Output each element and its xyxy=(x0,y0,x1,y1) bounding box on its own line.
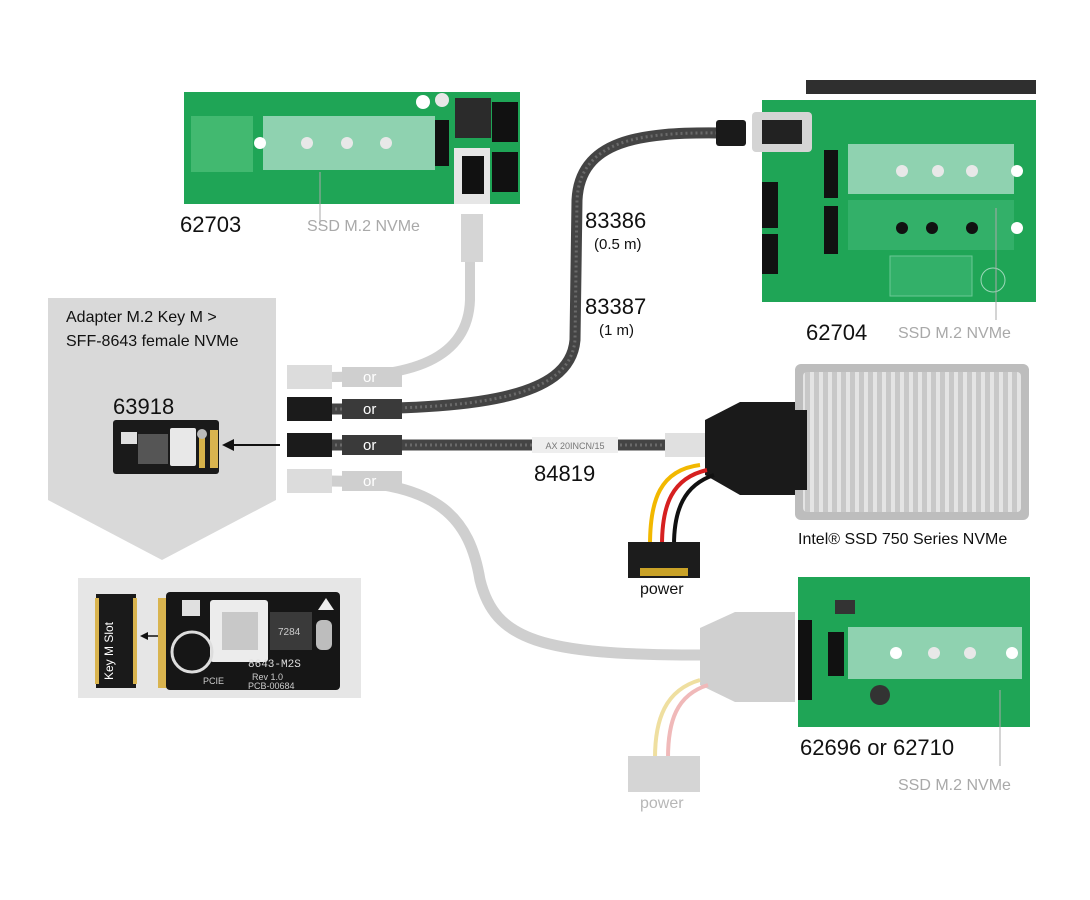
host-plug-83386 xyxy=(287,397,332,421)
board-mark-pcie: PCIE xyxy=(203,676,225,686)
or-label-2: or xyxy=(363,401,377,418)
board-mark-chip: 7284 xyxy=(278,627,301,638)
or-tag-3 xyxy=(342,435,402,455)
label-power-active: power xyxy=(640,581,684,598)
length-83387: (1 m) xyxy=(599,322,634,339)
board-mark-rev: Rev 1.0 xyxy=(252,672,284,682)
cable-83386-83387 xyxy=(324,127,726,415)
cable-print-text: AX 20INCN/15 xyxy=(545,441,604,451)
u2-connector-84819 xyxy=(705,402,795,495)
or-tag-1 xyxy=(342,367,402,387)
label-power-faded: power xyxy=(640,795,684,812)
note-62704: SSD M.2 NVMe xyxy=(898,325,1011,342)
label-63918: 63918 xyxy=(113,394,175,419)
or-label-4: or xyxy=(363,473,377,490)
or-tag-4 xyxy=(342,471,402,491)
faded-power-plug xyxy=(628,756,700,792)
sff8643-plug-62704 xyxy=(716,120,746,146)
label-83387: 83387 xyxy=(585,294,647,319)
label-84819: 84819 xyxy=(534,461,596,486)
or-label-1: or xyxy=(363,369,377,386)
label-62703: 62703 xyxy=(180,212,242,237)
faded-u2-connector xyxy=(700,612,795,702)
length-83386: (0.5 m) xyxy=(594,236,642,253)
faded-cable-to-62696 xyxy=(324,475,706,661)
cable-print-sleeve xyxy=(532,437,618,453)
faded-power-wires xyxy=(653,678,701,759)
label-62704: 62704 xyxy=(806,320,868,345)
power-wires-active xyxy=(648,463,701,546)
intel-ssd-750 xyxy=(795,364,1029,520)
or-label-3: or xyxy=(363,437,377,454)
host-plug-faded-bottom xyxy=(287,469,332,493)
board-mark-model: 8643-M2S xyxy=(248,659,301,671)
host-plug-faded-top xyxy=(287,365,332,389)
key-m-slot-label: Key M Slot xyxy=(102,621,116,680)
label-intel-ssd: Intel® SSD 750 Series NVMe xyxy=(798,531,1008,548)
adapter-board-63918 xyxy=(113,420,219,474)
label-83386: 83386 xyxy=(585,208,647,233)
note-62703: SSD M.2 NVMe xyxy=(307,218,420,235)
board-mark-pcb: PCB-00684 xyxy=(248,681,295,691)
board-62704 xyxy=(752,80,1036,302)
key-m-slot xyxy=(95,594,137,688)
wire-fanout xyxy=(665,433,710,457)
adapter-title-line2: SFF-8643 female NVMe xyxy=(66,333,239,350)
adapter-board-closeup xyxy=(158,592,340,690)
or-tag-2 xyxy=(342,399,402,419)
note-62696: SSD M.2 NVMe xyxy=(898,777,1011,794)
adapter-title-line1: Adapter M.2 Key M > xyxy=(66,309,217,326)
board-62703 xyxy=(184,92,520,204)
faded-cable-to-62703 xyxy=(325,255,475,382)
board-62696 xyxy=(798,577,1030,727)
label-62696: 62696 or 62710 xyxy=(800,735,955,760)
faded-connector-62703 xyxy=(461,214,483,262)
host-plug-84819 xyxy=(287,433,332,457)
